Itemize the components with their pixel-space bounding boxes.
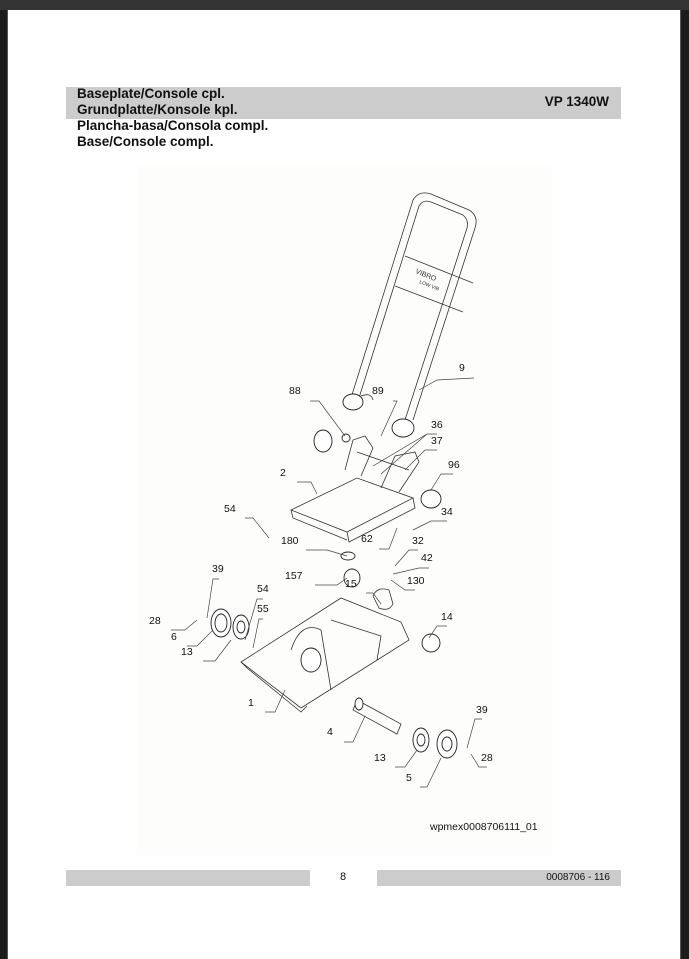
- figure-id: wpmex0008706111_01: [430, 821, 538, 833]
- baseplate-part: [240, 597, 410, 713]
- header-bar: [66, 87, 621, 119]
- model-number: VP 1340W: [544, 94, 609, 109]
- console-part: [290, 435, 420, 543]
- viewer-top-bar: [0, 0, 689, 10]
- document-page: Baseplate/Console cpl. Grundplatte/Konso…: [7, 10, 681, 959]
- document-number: 0008706 - 116: [546, 872, 610, 883]
- handle-part: VIBRO LOW VIB: [342, 192, 477, 438]
- handle-decal-lowvib: LOW VIB: [418, 279, 440, 293]
- exploded-view-diagram: VIBRO LOW VIB: [137, 166, 552, 855]
- title-german: Grundplatte/Konsole kpl.: [77, 102, 238, 117]
- bearings-flanges: [210, 588, 458, 759]
- footer-bar-left: [66, 870, 310, 886]
- title-spanish: Plancha-basa/Consola compl.: [77, 118, 269, 133]
- title-english: Baseplate/Console cpl.: [77, 86, 225, 101]
- footer-bar-right: [377, 870, 621, 886]
- shaft-part: [352, 697, 402, 735]
- leader-lines: [171, 377, 487, 788]
- rubber-mounts: [313, 429, 442, 653]
- title-french: Base/Console compl.: [77, 134, 214, 149]
- page-number: 8: [340, 871, 347, 883]
